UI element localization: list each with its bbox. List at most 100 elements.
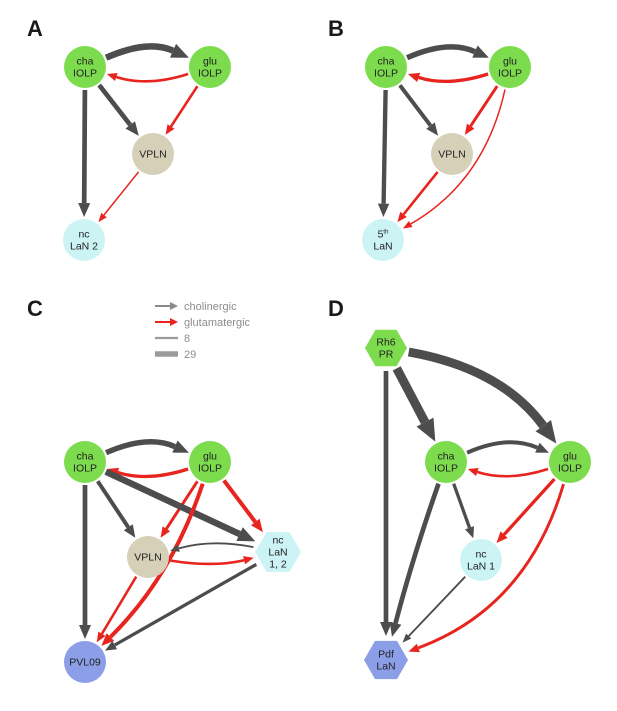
node-label: IOLP bbox=[73, 68, 97, 80]
cholinergic-connection-line bbox=[406, 44, 476, 61]
legend-item-weight-29: 29 bbox=[155, 349, 196, 361]
node-label: IOLP bbox=[558, 463, 582, 475]
edge-glu-to-lan5 bbox=[402, 89, 506, 229]
edge-nc12-to-vpln bbox=[170, 542, 254, 552]
arrowhead-icon bbox=[377, 203, 390, 217]
arrowhead-icon bbox=[170, 302, 178, 310]
glutamatergic-connection-line bbox=[476, 467, 549, 478]
arrowhead-icon bbox=[408, 643, 420, 653]
glutamatergic-connection-line bbox=[169, 85, 199, 128]
cholinergic-connection-line bbox=[104, 43, 175, 61]
circle-node-shape bbox=[189, 441, 231, 483]
arrowhead-icon bbox=[98, 212, 107, 223]
node-label: IOLP bbox=[198, 68, 222, 80]
glutamatergic-connection-line bbox=[417, 483, 565, 650]
circle-node-shape bbox=[127, 536, 169, 578]
node-label: LaN 1 bbox=[467, 561, 495, 573]
edge-cha-to-pdf bbox=[389, 482, 441, 637]
node-label: cha bbox=[378, 56, 395, 68]
glutamatergic-connection-line bbox=[115, 72, 189, 83]
hexagon-node-shape bbox=[365, 329, 407, 367]
arrowhead-icon bbox=[243, 556, 254, 565]
glutamatergic-connection-line bbox=[469, 85, 499, 127]
cholinergic-connection-line bbox=[466, 440, 539, 455]
node-label: 1, 2 bbox=[269, 559, 287, 571]
circle-node-shape bbox=[63, 219, 105, 261]
node-label: 5th bbox=[378, 229, 389, 241]
hexagon-node-shape bbox=[364, 640, 408, 680]
node-label: glu bbox=[203, 451, 217, 463]
node-label: IOLP bbox=[374, 68, 398, 80]
circle-node-shape bbox=[365, 46, 407, 88]
edge-cha-to-vpln bbox=[96, 480, 136, 538]
panel-letter-D: D bbox=[328, 296, 344, 321]
edge-cha-to-lan5 bbox=[377, 89, 390, 217]
cholinergic-connection-line bbox=[452, 483, 472, 529]
legend-label: 29 bbox=[184, 349, 196, 361]
cholinergic-connection-line bbox=[178, 542, 254, 550]
edge-rh6-to-glu bbox=[407, 347, 557, 444]
arrowhead-icon bbox=[251, 518, 263, 533]
node-label: VPLN bbox=[134, 552, 161, 564]
arrowhead-icon bbox=[467, 468, 479, 476]
node-pvl09: PVL09 bbox=[64, 641, 106, 683]
edges-layer bbox=[78, 43, 565, 653]
arrowhead-icon bbox=[170, 544, 180, 552]
arrowhead-icon bbox=[402, 221, 413, 229]
node-label: nc bbox=[475, 549, 486, 561]
cholinergic-connection-line bbox=[97, 83, 133, 127]
glutamatergic-connection-line bbox=[222, 479, 257, 524]
node-label: VPLN bbox=[139, 149, 166, 161]
glutamatergic-connection-line bbox=[418, 72, 489, 84]
legend-label: 8 bbox=[184, 333, 190, 345]
arrowhead-icon bbox=[101, 633, 115, 646]
legend-item-cholinergic: cholinergic bbox=[155, 301, 237, 313]
circle-node-shape bbox=[64, 441, 106, 483]
node-vpln: VPLN bbox=[132, 133, 174, 175]
legend-label: cholinergic bbox=[184, 301, 237, 313]
circle-node-shape bbox=[132, 133, 174, 175]
edge-vpln-to-lan5 bbox=[397, 171, 439, 223]
arrowhead-icon bbox=[464, 123, 475, 135]
node-label: cha bbox=[438, 451, 455, 463]
cholinergic-connection-line bbox=[81, 89, 88, 204]
arrowhead-icon bbox=[96, 631, 106, 643]
glutamatergic-connection-line bbox=[117, 467, 189, 479]
arrowhead-icon bbox=[123, 524, 136, 538]
arrowhead-icon bbox=[535, 420, 557, 444]
node-label: LaN bbox=[376, 661, 395, 673]
cholinergic-connection-line bbox=[398, 84, 433, 127]
glutamatergic-connection-line bbox=[170, 558, 245, 566]
edge-glu-to-vpln bbox=[165, 85, 199, 135]
circle-node-shape bbox=[489, 46, 531, 88]
arrowhead-icon bbox=[496, 531, 508, 543]
edge-cha-to-glu bbox=[104, 43, 189, 61]
arrowhead-icon bbox=[236, 527, 256, 542]
arrowhead-icon bbox=[402, 633, 412, 643]
cholinergic-connection-line bbox=[104, 468, 241, 538]
cholinergic-connection-line bbox=[96, 480, 130, 529]
node-label: IOLP bbox=[498, 68, 522, 80]
cholinergic-connection-line bbox=[408, 576, 466, 637]
arrowhead-icon bbox=[105, 640, 118, 651]
hexagon-node-shape bbox=[255, 532, 301, 572]
edge-glu-to-cha bbox=[407, 72, 489, 84]
arrowhead-icon bbox=[535, 442, 549, 453]
node-label: IOLP bbox=[434, 463, 458, 475]
panel-letter-B: B bbox=[328, 16, 344, 41]
panel-letter-A: A bbox=[27, 16, 43, 41]
edge-cha-to-pvl09 bbox=[79, 485, 91, 639]
edge-glu-to-nc12 bbox=[222, 479, 263, 533]
node-label: nc bbox=[272, 535, 283, 547]
circle-node-shape bbox=[189, 46, 231, 88]
